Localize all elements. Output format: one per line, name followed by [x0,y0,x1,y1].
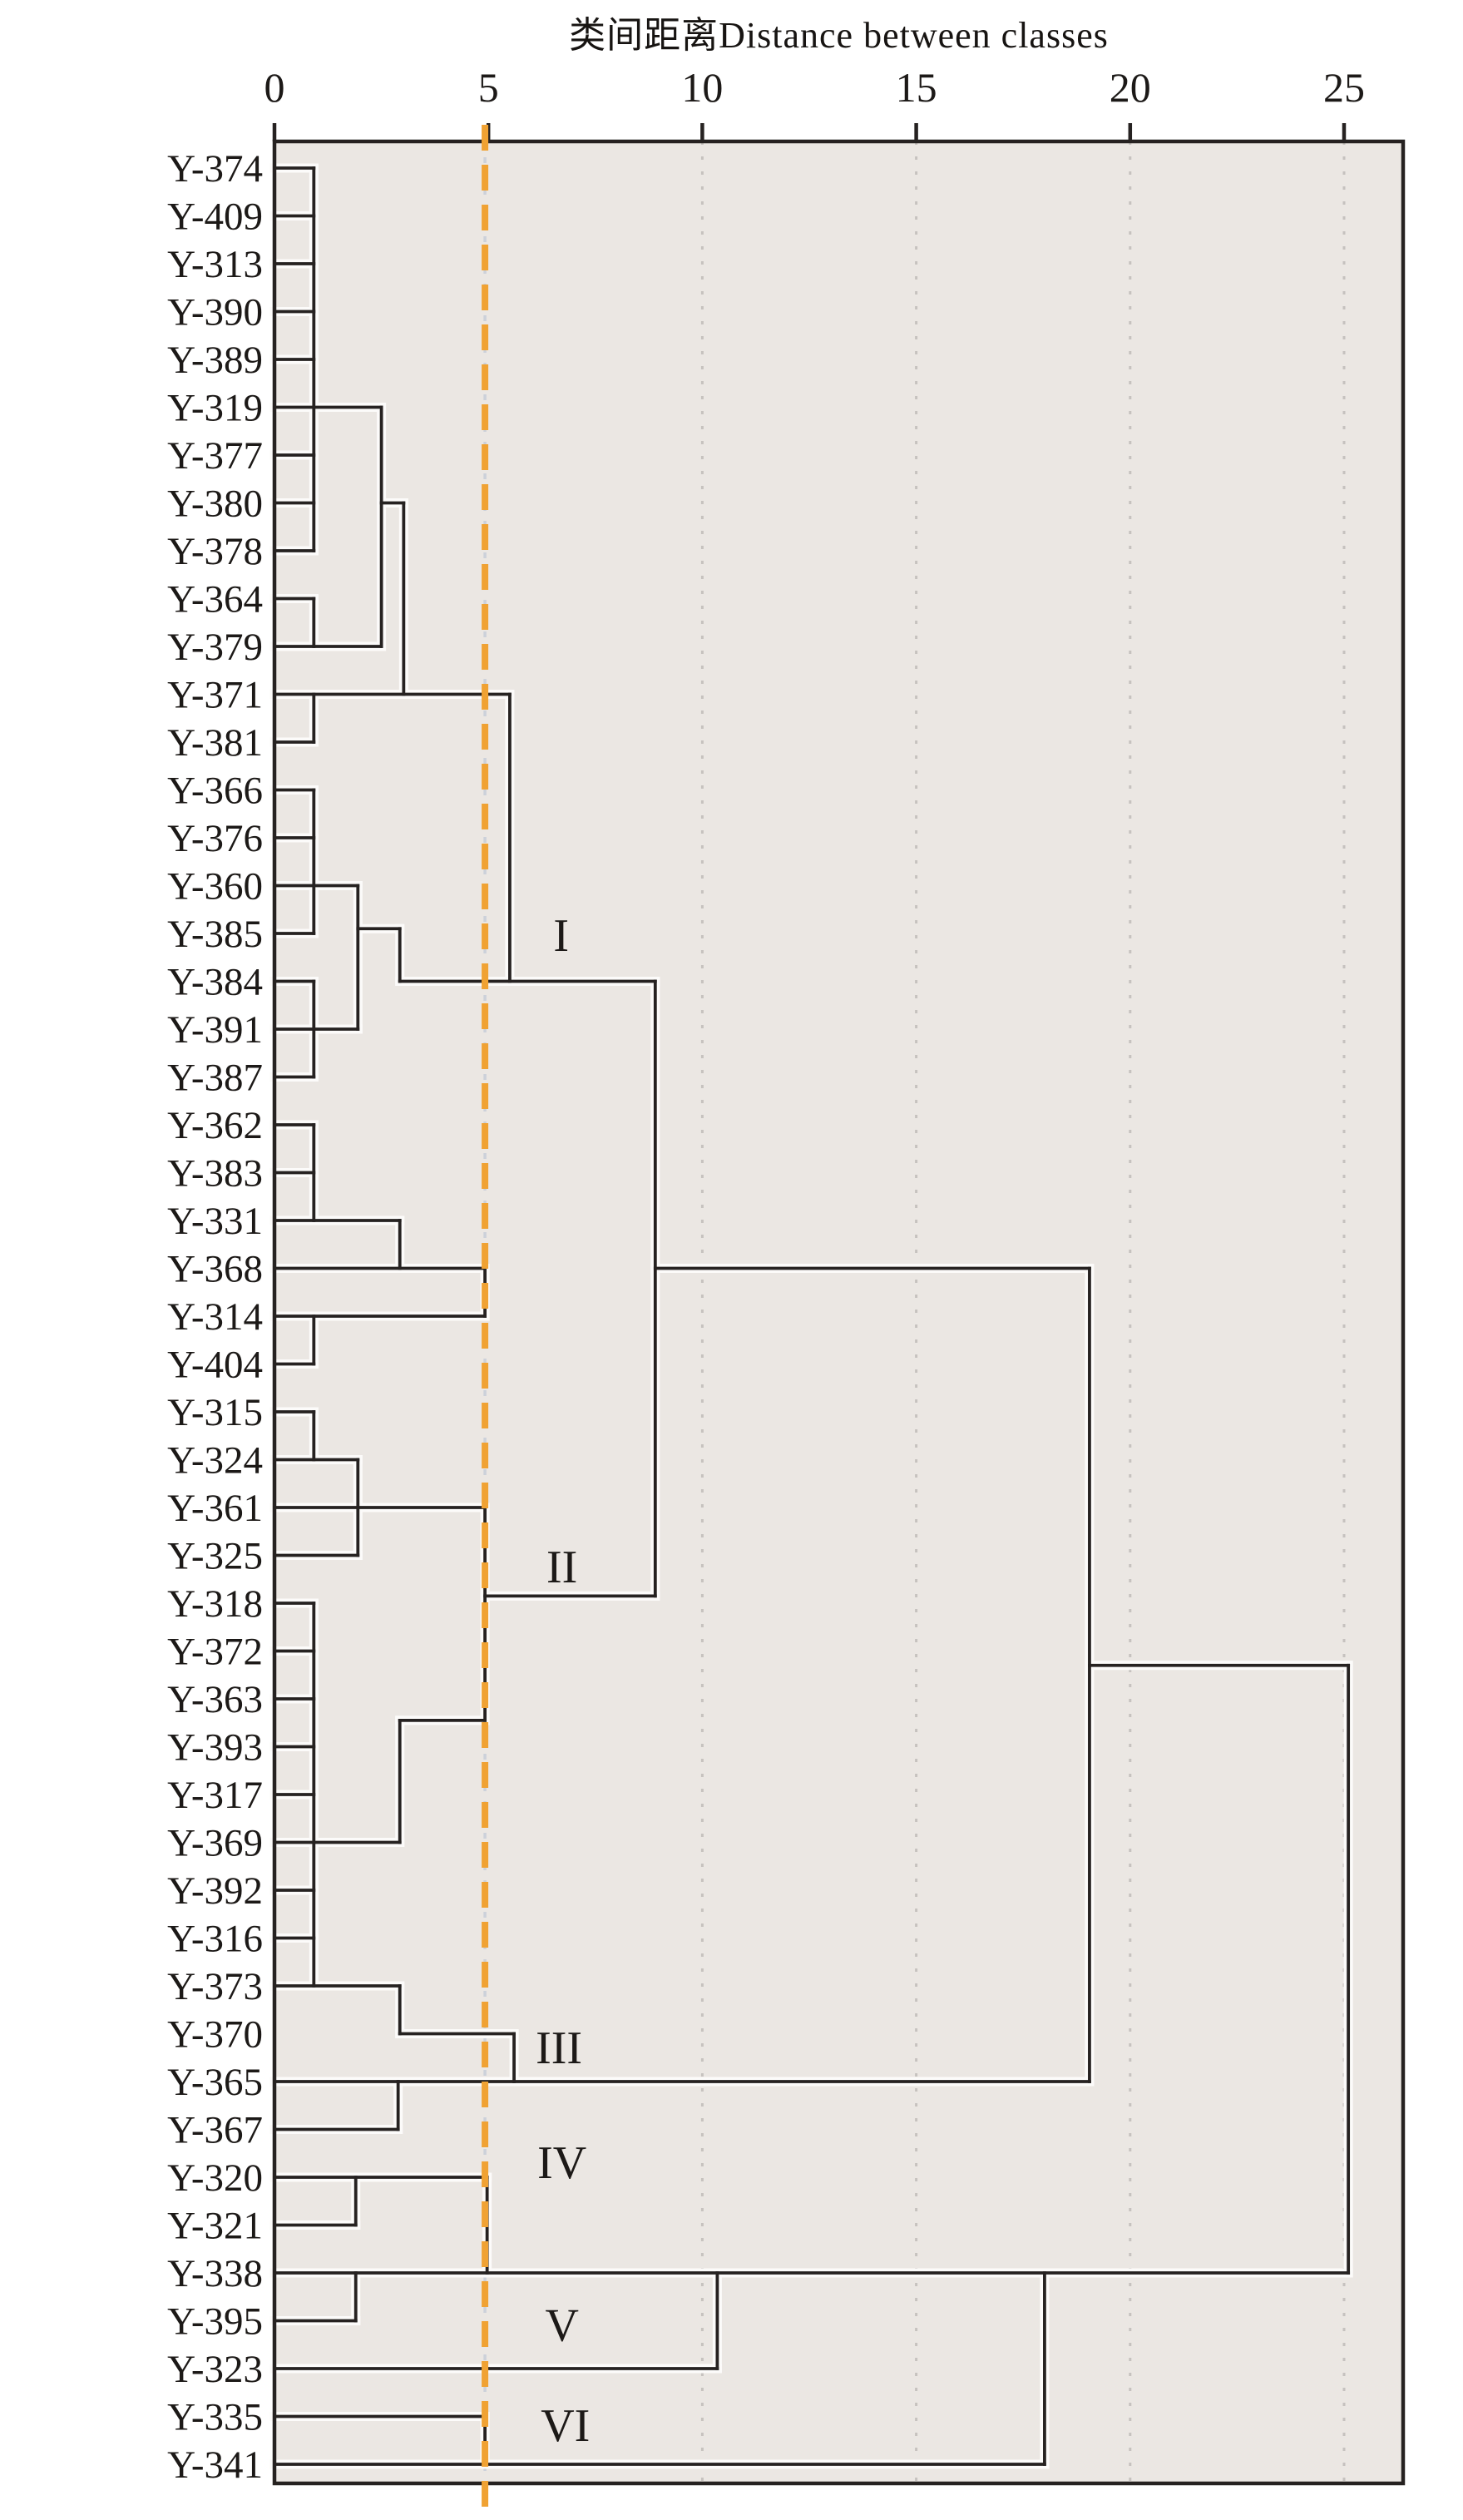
leaf-label: Y-371 [167,674,263,717]
leaf-label: Y-313 [167,243,263,286]
plot-frame [272,139,1406,2486]
leaf-label: Y-321 [167,2205,263,2248]
leaf-label: Y-404 [167,1344,263,1387]
cluster-label: V [545,2300,578,2351]
leaf-label: Y-335 [167,2396,263,2439]
leaf-label: Y-391 [167,1008,263,1052]
leaf-label: Y-323 [167,2348,263,2391]
leaf-label: Y-317 [167,1774,263,1817]
leaf-label: Y-361 [167,1487,263,1530]
leaf-label: Y-338 [167,2252,263,2295]
leaf-label: Y-360 [167,865,263,908]
leaf-label: Y-363 [167,1678,263,1721]
leaf-label: Y-381 [167,721,263,765]
leaf-label: Y-390 [167,291,263,334]
leaf-label: Y-319 [167,387,263,430]
leaf-label: Y-377 [167,434,263,478]
cluster-label: I [553,910,569,962]
leaf-label: Y-362 [167,1104,263,1147]
cluster-label: III [536,2022,582,2074]
leaf-label: Y-372 [167,1631,263,1674]
leaf-label: Y-320 [167,2156,263,2200]
leaf-label: Y-387 [167,1057,263,1100]
leaf-label: Y-367 [167,2109,263,2152]
leaf-label: Y-376 [167,817,263,860]
axis-tick-label: 20 [1110,64,1151,111]
leaf-label: Y-315 [167,1391,263,1434]
leaf-label: Y-314 [167,1295,263,1339]
leaf-label: Y-316 [167,1918,263,1961]
leaf-label: Y-369 [167,1822,263,1865]
leaf-label: Y-392 [167,1869,263,1913]
leaf-label: Y-318 [167,1582,263,1626]
leaf-label: Y-374 [167,147,263,191]
leaf-label: Y-378 [167,530,263,573]
leaf-label: Y-393 [167,1726,263,1770]
leaf-label: Y-370 [167,2013,263,2057]
leaf-label: Y-385 [167,913,263,956]
leaf-label: Y-364 [167,578,263,621]
leaf-label: Y-379 [167,626,263,669]
axis-tick-label: 15 [896,64,937,111]
axis-tick-label: 0 [264,64,285,111]
chart-title: 类间距离Distance between classes [569,15,1109,56]
leaf-label: Y-324 [167,1439,263,1483]
cluster-label: II [546,1542,577,1593]
leaf-label: Y-383 [167,1152,263,1196]
leaf-label: Y-373 [167,1965,263,2008]
leaf-label: Y-331 [167,1200,263,1243]
leaf-label: Y-366 [167,770,263,813]
leaf-label: Y-325 [167,1535,263,1578]
leaf-label: Y-341 [167,2443,263,2487]
leaf-label: Y-365 [167,2061,263,2104]
leaf-label: Y-380 [167,483,263,526]
leaf-label: Y-384 [167,961,263,1004]
axis-tick-label: 5 [478,64,499,111]
cluster-label: IV [537,2137,586,2189]
leaf-label: Y-409 [167,196,263,239]
leaf-label: Y-395 [167,2300,263,2344]
leaf-label: Y-368 [167,1248,263,1291]
cluster-label: VI [541,2400,590,2452]
leaf-label: Y-389 [167,339,263,382]
axis-tick-label: 10 [681,64,723,111]
axis-tick-label: 25 [1323,64,1365,111]
